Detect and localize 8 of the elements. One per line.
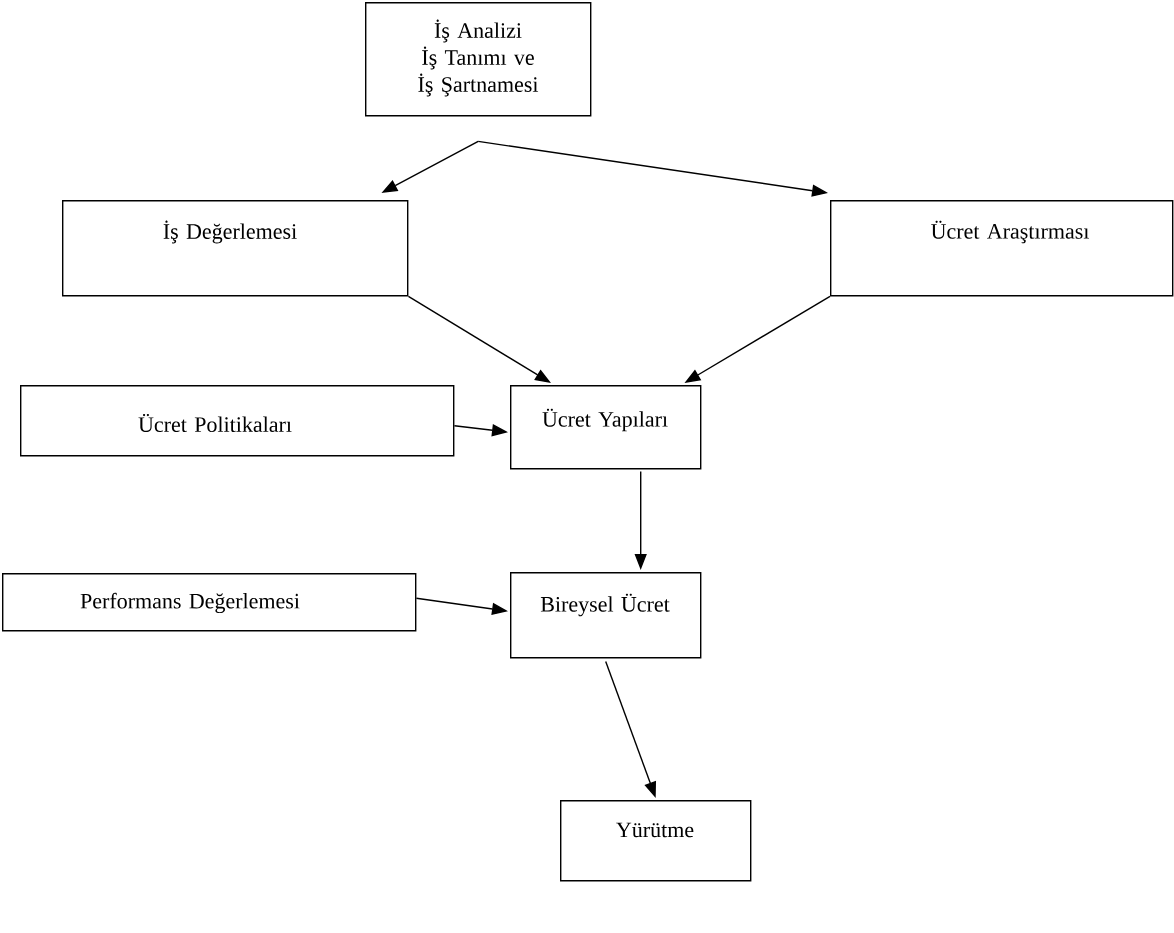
process-box: Ücret Araştırması bbox=[830, 200, 1174, 297]
process-box: Ücret Yapıları bbox=[510, 385, 702, 470]
process-box: Yürütme bbox=[560, 800, 752, 882]
process-box: İş Değerlemesi bbox=[62, 200, 409, 297]
process-box: İş Analizi İş Tanımı ve İş Şartnamesi bbox=[365, 2, 592, 117]
process-box: Performans Değerlemesi bbox=[2, 573, 417, 632]
process-box: Bireysel Ücret bbox=[510, 572, 702, 659]
process-box: Ücret Politikaları bbox=[20, 385, 455, 457]
